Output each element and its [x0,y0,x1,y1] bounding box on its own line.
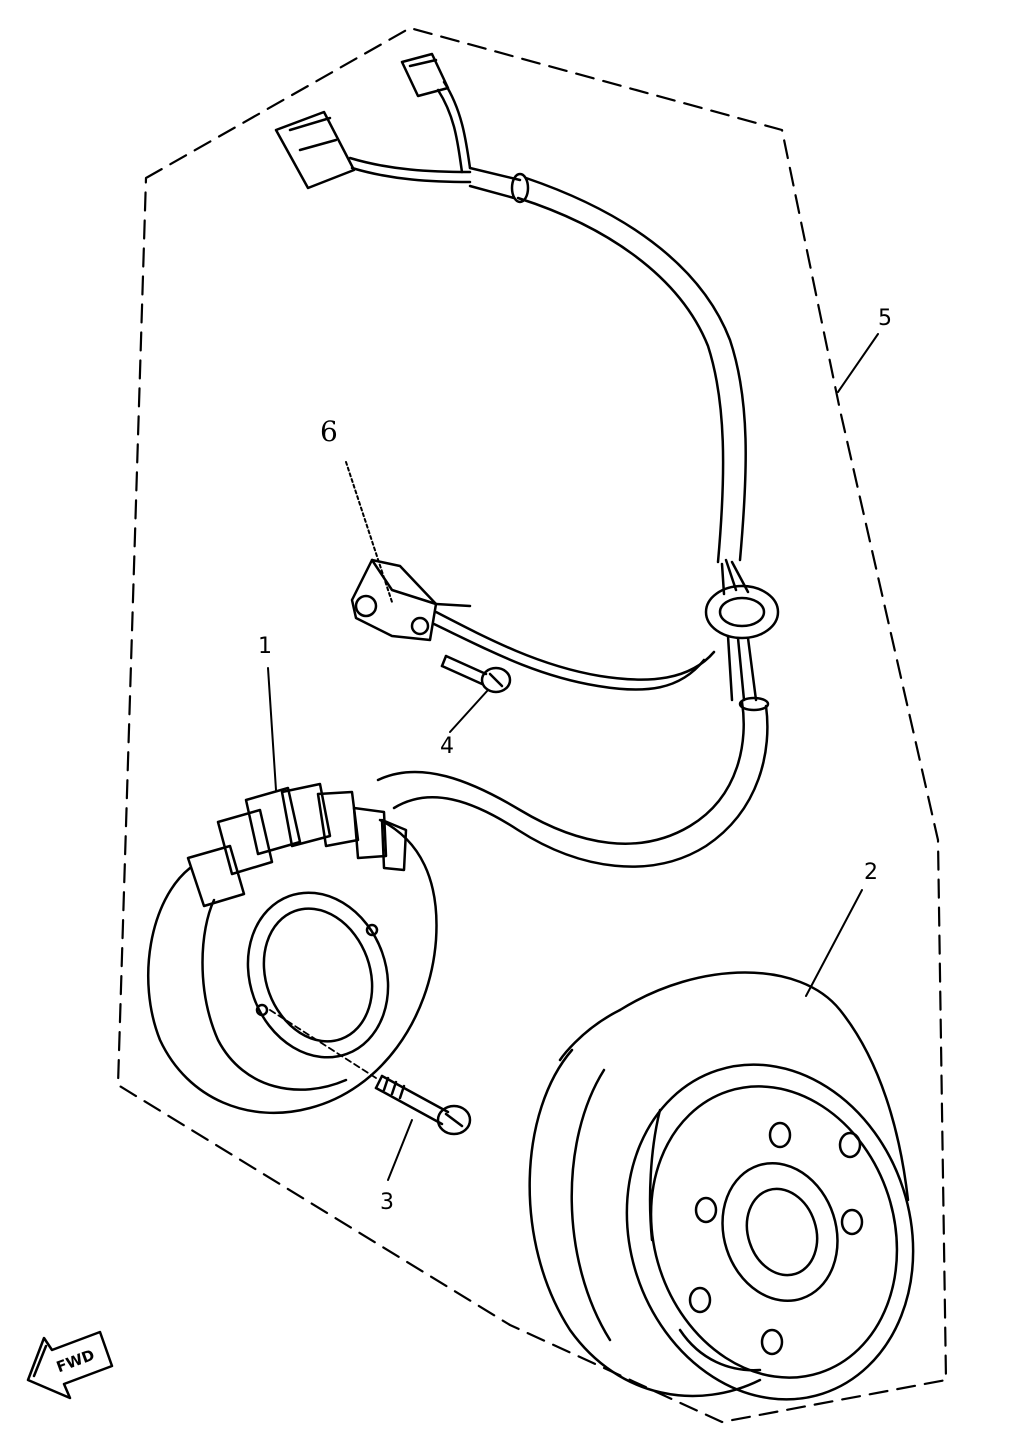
leader-2 [805,889,863,997]
pickup-coil [350,558,472,642]
bolt-3 [269,1009,472,1136]
leader-5 [837,333,879,393]
leader-lines [267,333,879,1181]
leader-1 [267,667,277,791]
callout-3: 3 [380,1190,394,1215]
wire-harness [274,52,780,702]
stator [146,696,770,1115]
leader-3 [387,1119,413,1181]
leader-4 [449,689,489,733]
connector-small [400,52,450,98]
leader-6 [345,461,393,603]
fwd-arrow-icon [26,1330,114,1400]
rotor-flywheel [528,971,915,1401]
screw-4 [440,654,512,694]
callout-5: 5 [878,306,892,331]
callout-4: 4 [440,734,454,759]
grommet [704,584,780,640]
callout-6: 6 [320,415,338,448]
assembly-boundary-dashed [116,26,948,1424]
connector-large [274,110,356,190]
callout-2: 2 [864,860,878,885]
callout-1: 1 [258,634,272,659]
